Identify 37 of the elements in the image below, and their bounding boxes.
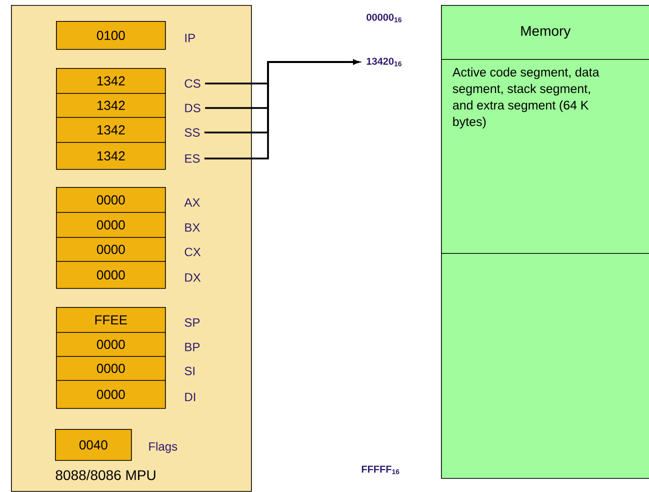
register-name: DS [185,104,200,112]
register-name: BX [185,223,200,232]
arrow [204,60,359,160]
register-name: AX [184,198,200,207]
register-box: 0000 [56,356,166,381]
register-box: 1342 [56,68,166,94]
register-name: ES [185,154,200,163]
node-label: Active code segment, data segment, stack segment, and extra segment (64 K bytes) [452,67,600,129]
register-name: SI [184,366,194,376]
register-name: IP [185,34,195,42]
panel-title: 8088/8086 MPU [56,470,156,480]
register-name: SP [184,318,200,327]
address-label: 00000$_{16}$ [366,14,402,22]
register-box: 0000 [56,212,166,238]
register-name: CS [184,79,200,88]
register-box: 0000 [56,261,166,289]
register-box: 1342 [56,117,166,143]
address-label: FFFFF$_{16}$ [362,466,400,474]
register-name: DI [185,392,196,402]
register-box: 0100 [56,21,166,50]
register-box: 0000 [56,380,166,409]
register-box: 0000 [56,187,166,213]
register-box: 0040 [55,429,132,461]
register-box: 0000 [56,237,166,262]
register-box: 1342 [56,93,166,118]
register-name: CX [184,248,201,256]
register-name: DX [185,273,201,282]
address-label: 13420$_{16}$ [366,58,402,66]
register-name: Flags [149,442,178,454]
register-name: BP [185,342,200,352]
register-box: FFEE [56,307,166,333]
register-box: 0000 [56,332,166,357]
memory-region [441,253,649,479]
memory-header: Memory [441,5,649,60]
register-box: 1342 [56,142,166,170]
node-label: Memory [521,26,571,39]
register-name: SS [184,128,200,137]
